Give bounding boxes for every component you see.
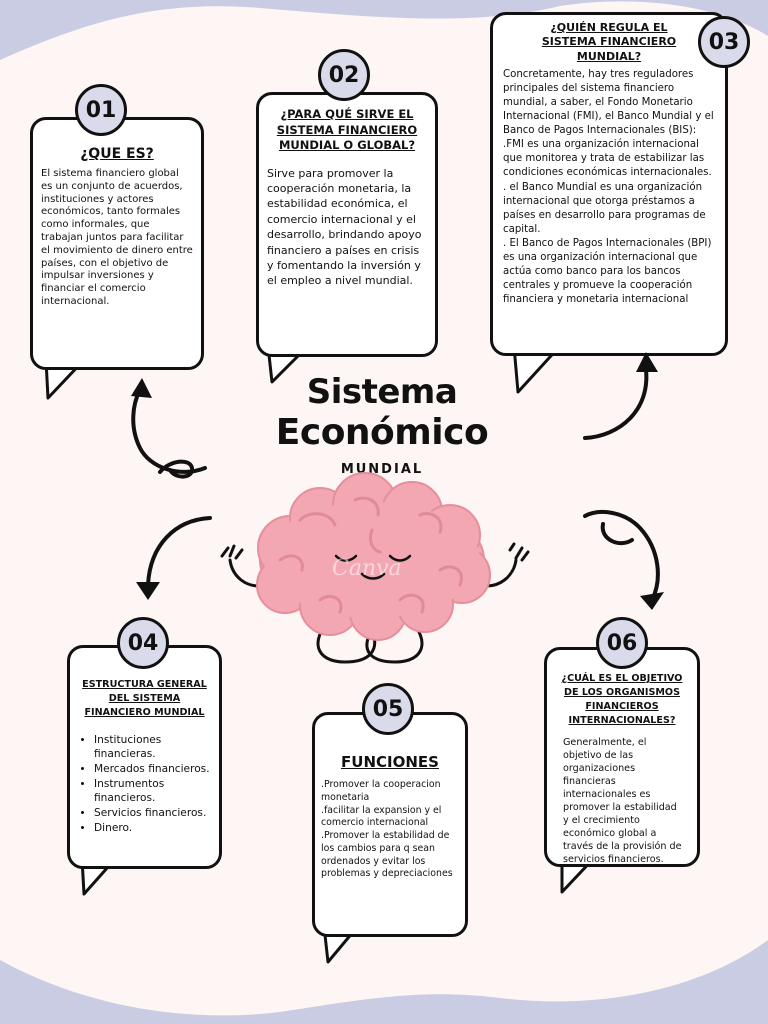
section-heading: ¿CUÁL ES EL OBJETIVO DE LOS ORGANISMOS F… <box>561 673 683 726</box>
section-heading: ¿PARA QUÉ SIRVE EL SISTEMA FINANCIERO MU… <box>276 107 418 153</box>
section-box-01: ¿QUE ES? El sistema financiero global es… <box>30 117 204 370</box>
section-text: Sirve para promover la cooperación monet… <box>267 166 422 288</box>
section-paragraph: .facilitar la expansion y el comercio in… <box>321 804 442 829</box>
list-item: Mercados financieros. <box>94 763 211 777</box>
section-paragraph: .FMI es una organización internacional q… <box>503 139 712 179</box>
section-paragraph: .Promover la cooperacion monetaria <box>321 779 441 803</box>
section-box-06: ¿CUÁL ES EL OBJETIVO DE LOS ORGANISMOS F… <box>544 647 700 867</box>
section-number-badge: 06 <box>596 617 648 669</box>
list-item: Instrumentos financieros. <box>94 778 211 806</box>
section-paragraph: . El Banco de Pagos Internacionales (BPI… <box>503 237 712 306</box>
section-paragraph: .Promover la estabilidad de los cambios … <box>321 830 453 880</box>
section-heading: FUNCIONES <box>341 753 439 771</box>
main-title-line2: Económico <box>275 412 489 453</box>
section-paragraph: . el Banco Mundial es una organización i… <box>503 181 706 235</box>
section-number-badge: 03 <box>698 16 750 68</box>
section-number-badge: 02 <box>318 49 370 101</box>
main-title-line1: Sistema <box>306 372 458 412</box>
section-box-02: ¿PARA QUÉ SIRVE EL SISTEMA FINANCIERO MU… <box>256 92 438 357</box>
section-heading: ¿QUE ES? <box>80 146 154 162</box>
section-paragraph: Concretamente, hay tres reguladores prin… <box>503 68 714 137</box>
section-box-05: FUNCIONES .Promover la cooperacion monet… <box>312 712 468 937</box>
section-text: Generalmente, el objetivo de las organiz… <box>563 736 682 866</box>
section-box-04: ESTRUCTURA GENERAL DEL SISTEMA FINANCIER… <box>67 645 222 869</box>
section-number-badge: 04 <box>117 617 169 669</box>
watermark: Canva <box>332 556 402 581</box>
list-item: Servicios financieros. <box>94 807 211 821</box>
main-subtitle: MUNDIAL <box>340 462 424 477</box>
section-heading: ¿QUIÉN REGULA EL SISTEMA FINANCIERO MUND… <box>541 21 677 63</box>
section-number-badge: 05 <box>362 683 414 735</box>
list-item: Instituciones financieras. <box>94 734 211 762</box>
section-text: El sistema financiero global es un conju… <box>41 168 193 307</box>
structure-list: Instituciones financieras. Mercados fina… <box>78 734 211 836</box>
list-item: Dinero. <box>94 822 211 836</box>
section-number-badge: 01 <box>75 84 127 136</box>
section-box-03: ¿QUIÉN REGULA EL SISTEMA FINANCIERO MUND… <box>490 12 728 356</box>
section-heading: ESTRUCTURA GENERAL DEL SISTEMA FINANCIER… <box>82 679 207 718</box>
